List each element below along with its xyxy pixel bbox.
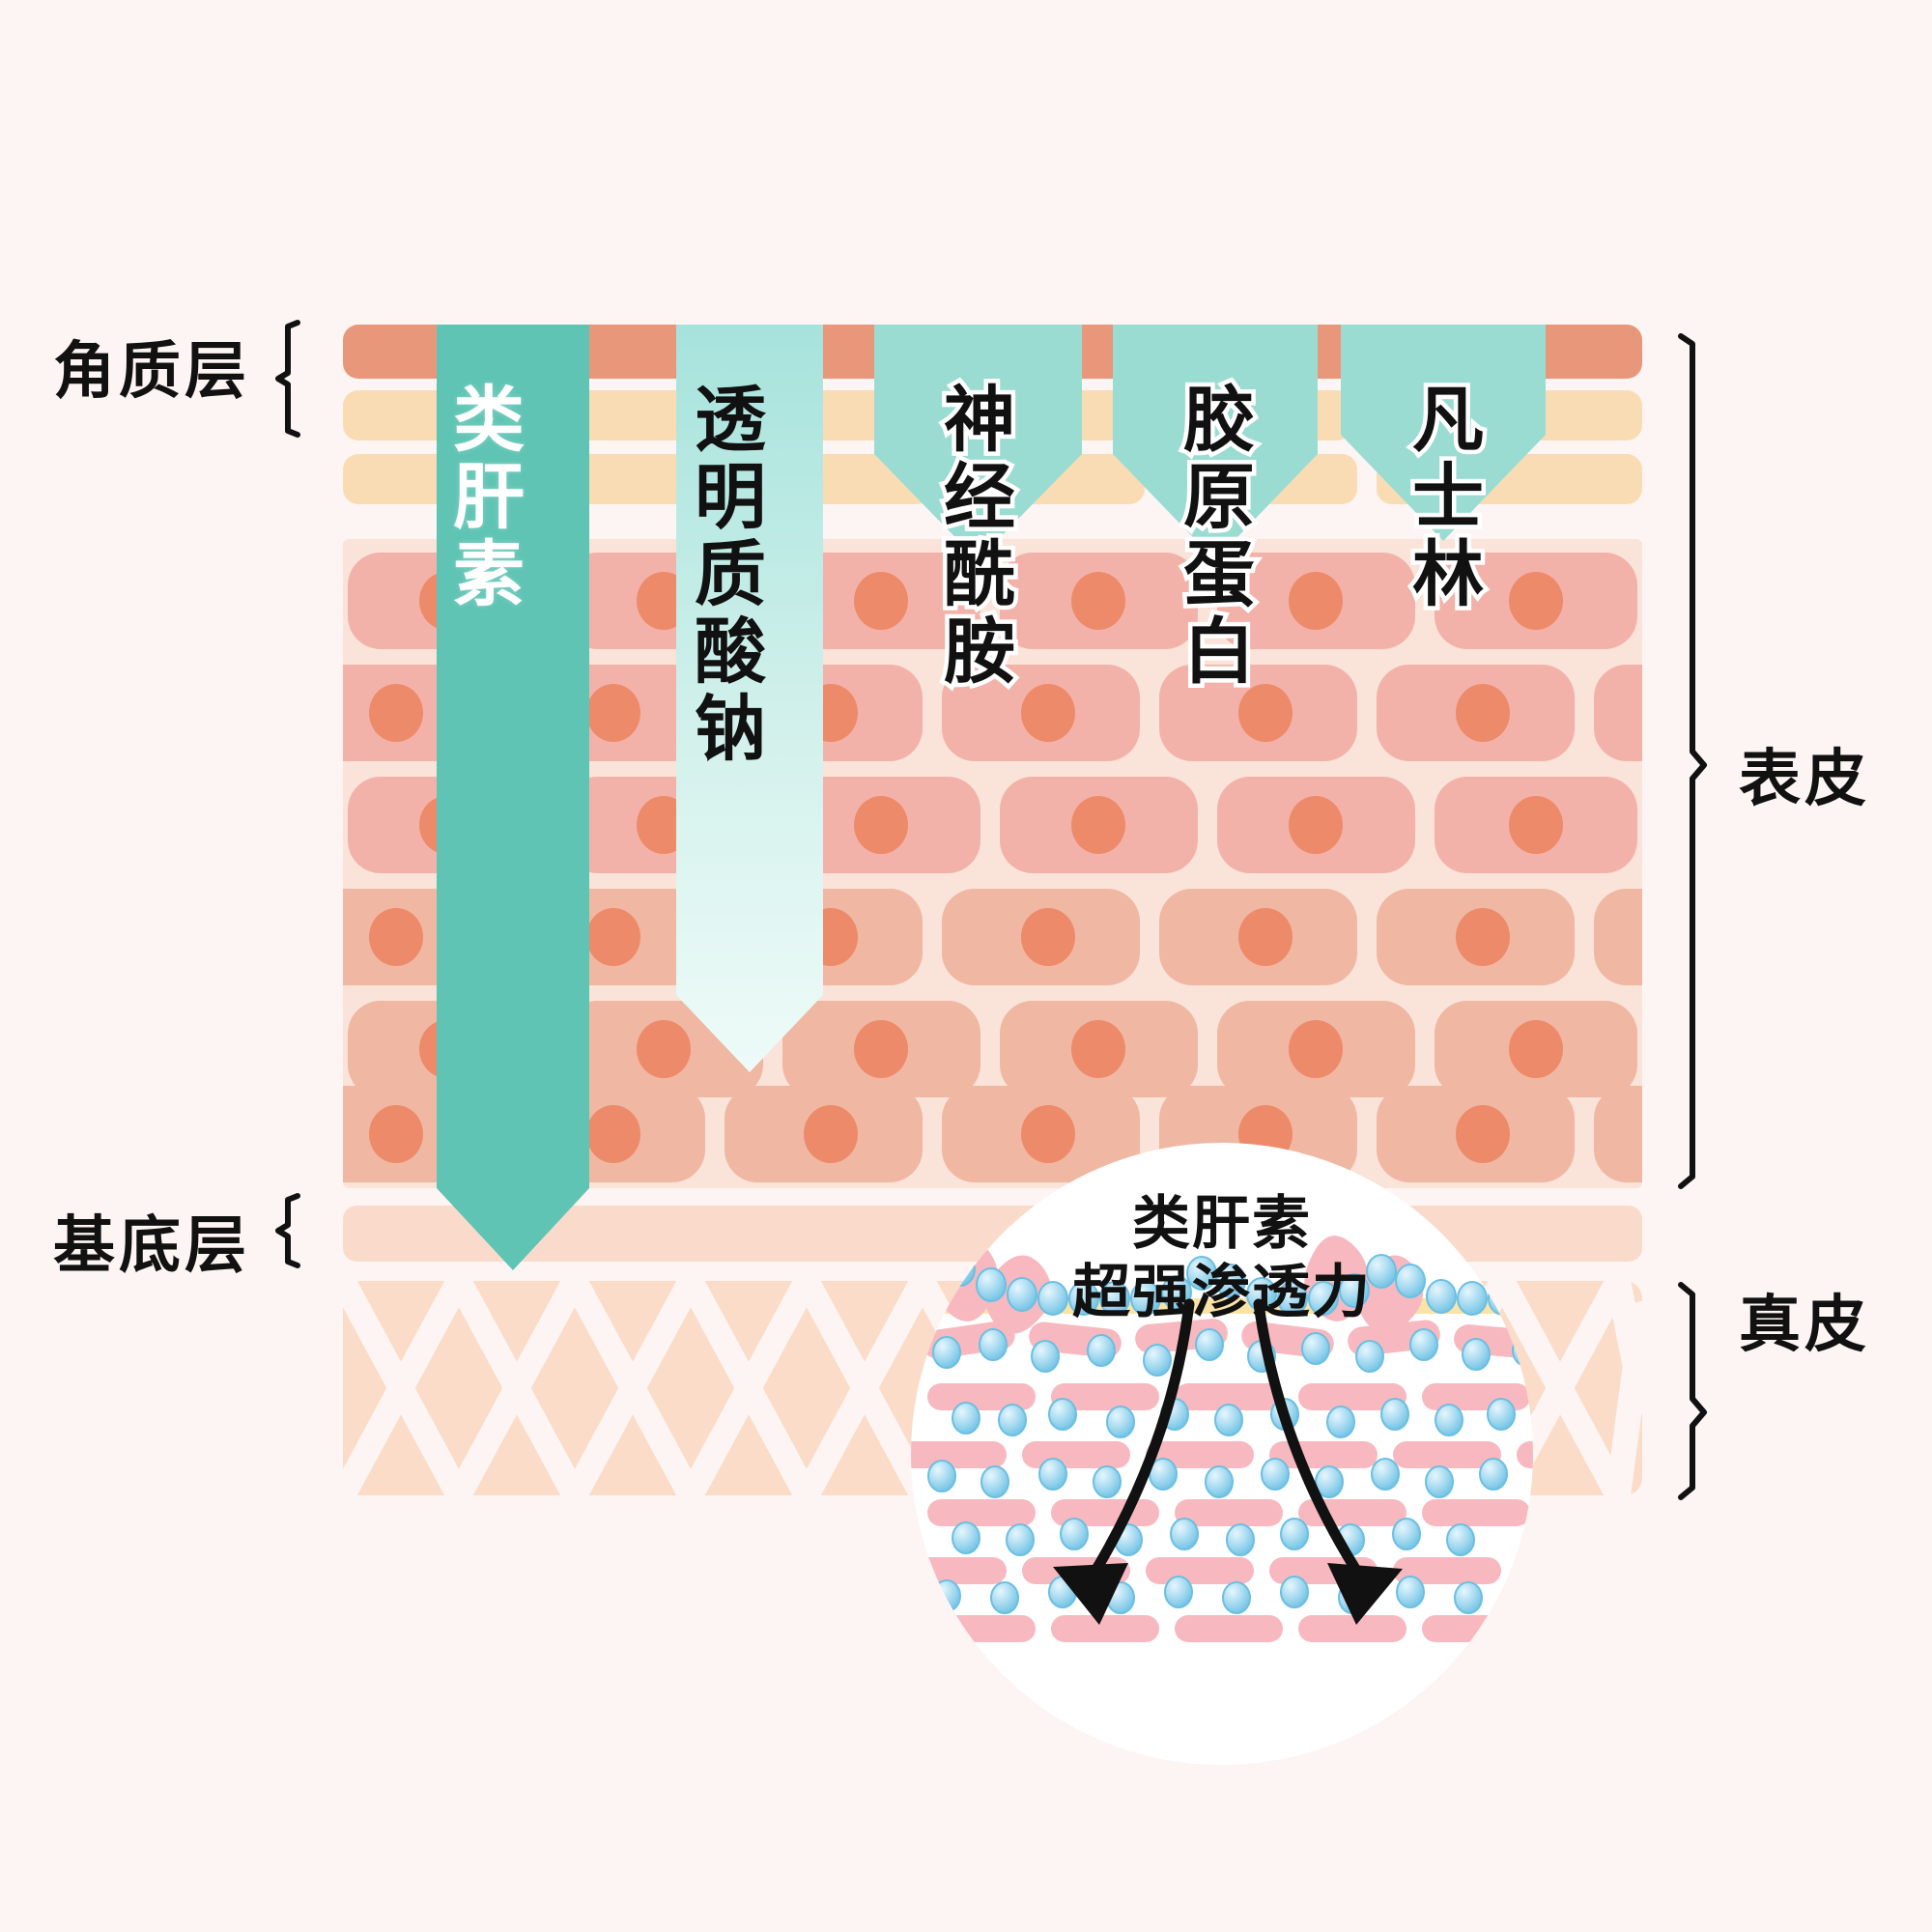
ingredient-bar-petrolatum[interactable] xyxy=(1341,325,1546,541)
ingredient-label-petrolatum: 凡士林 xyxy=(1398,378,1487,618)
ingredient-label-ceramide: 神经酰胺 xyxy=(929,378,1018,696)
brace-dermis xyxy=(1678,1282,1707,1500)
ingredient-bar-heparinoid[interactable] xyxy=(437,325,589,1270)
label-epidermis: 表皮 xyxy=(1739,744,1870,813)
ingredient-bar-ceramide[interactable] xyxy=(874,325,1082,560)
label-stratum-corneum: 角质层 xyxy=(53,336,250,406)
arrowhead-right xyxy=(1327,1563,1403,1625)
ingredient-label-collagen: 胶原蛋白 xyxy=(1169,378,1258,696)
label-dermis: 真皮 xyxy=(1739,1290,1870,1359)
inset-title-line2: 超强渗透力 xyxy=(1072,1259,1372,1324)
heparinoid-bubbles xyxy=(914,1252,1533,1614)
inset-title-line1: 类肝素 xyxy=(1132,1191,1312,1256)
arrowhead-left xyxy=(1053,1563,1128,1625)
ingredient-bar-collagen[interactable] xyxy=(1113,325,1318,560)
brace-basal-layer xyxy=(275,1193,300,1268)
ingredient-label-heparinoid: 类肝素 xyxy=(442,382,524,613)
ingredient-bar-sodium-hyaluronate[interactable] xyxy=(676,325,823,1072)
label-basal-layer: 基底层 xyxy=(53,1210,250,1280)
ingredient-label-sodium-hyaluronate: 透明质酸钠 xyxy=(684,382,765,768)
penetration-arrows xyxy=(1084,1298,1370,1588)
inset-title: 类肝素 超强渗透力 xyxy=(980,1190,1463,1327)
brace-stratum-corneum xyxy=(275,320,300,438)
brace-epidermis xyxy=(1678,333,1707,1189)
